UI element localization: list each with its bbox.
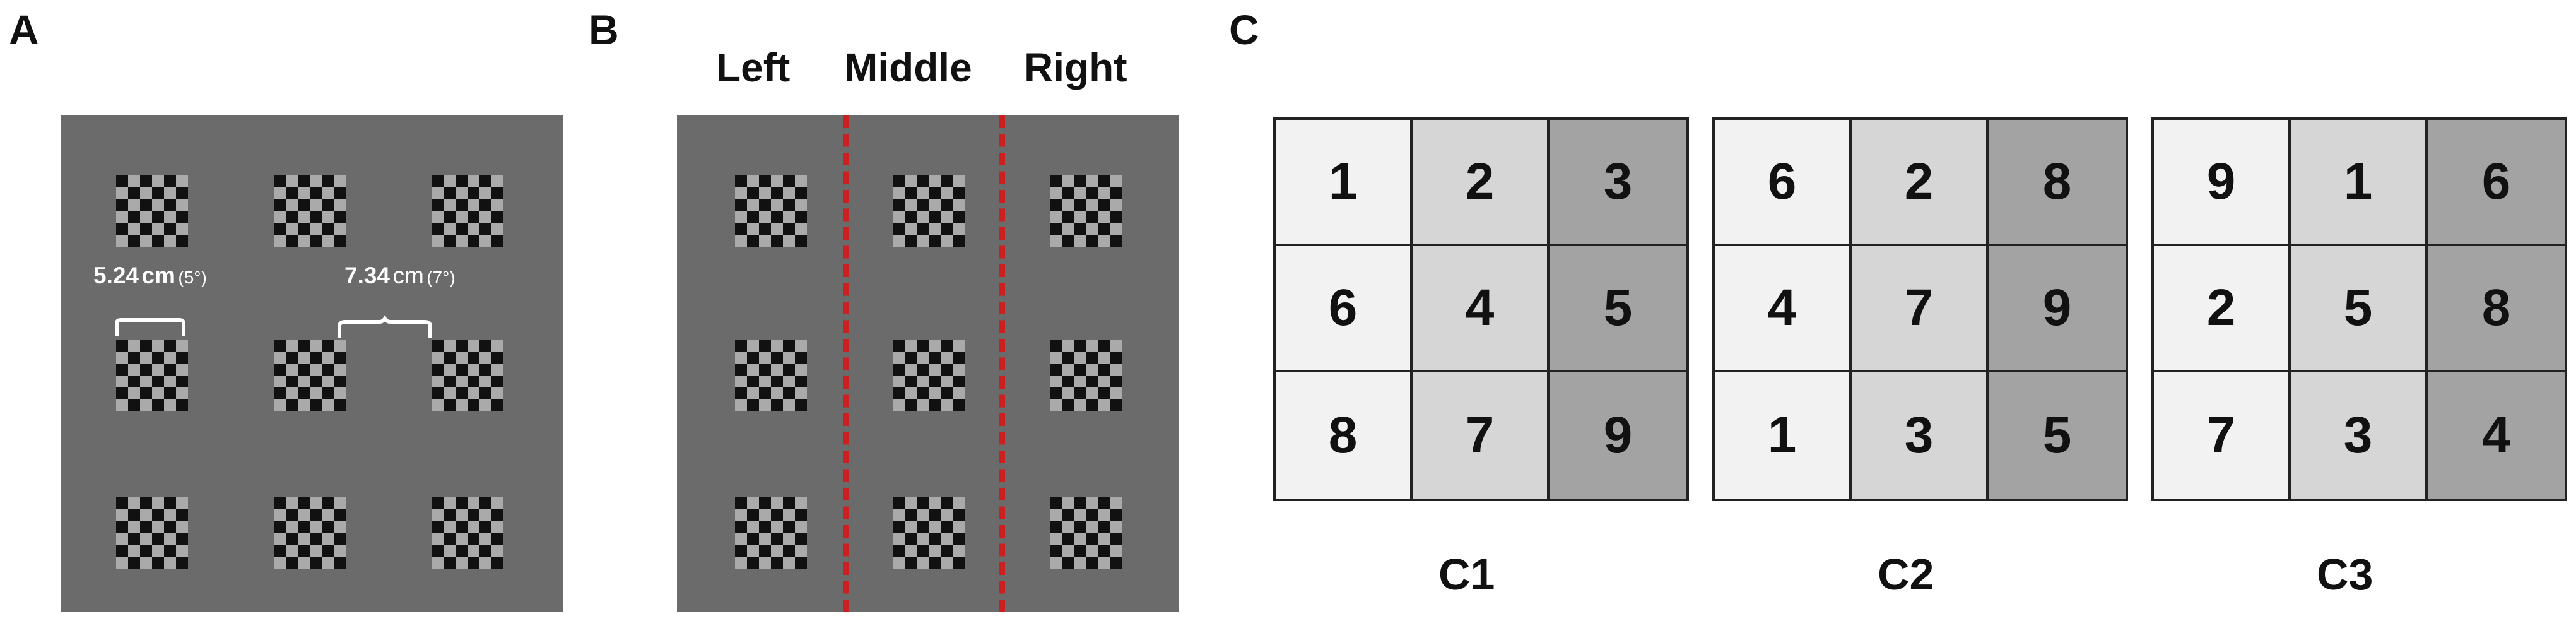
grid-cell: 2 — [1852, 120, 1989, 246]
spacing-label-large: 7.34 cm (7°) — [344, 264, 456, 287]
grid-cell: 8 — [1276, 372, 1413, 499]
checkerboard-a-1-0 — [116, 340, 188, 411]
checkerboard-a-2-1 — [274, 497, 346, 569]
grid-cell: 5 — [1989, 372, 2126, 499]
grid-cell: 4 — [1715, 246, 1852, 372]
grid-cell: 1 — [1276, 120, 1413, 246]
grid-cell: 5 — [2291, 246, 2428, 372]
grid-cell: 4 — [2428, 372, 2565, 499]
checkerboard-a-1-1 — [274, 340, 346, 411]
spacing-large-value: 7.34 — [344, 263, 391, 288]
grid-cell: 6 — [2428, 120, 2565, 246]
panel-label-c: C — [1229, 6, 1259, 53]
checkerboard-a-2-2 — [432, 497, 503, 569]
spacing-large-angle: (7°) — [426, 268, 456, 287]
checkerboard-b-1-2 — [1050, 340, 1122, 411]
grid-cell: 2 — [1413, 120, 1550, 246]
spacing-small-angle: (5°) — [178, 268, 207, 287]
grid-cell: 8 — [1989, 120, 2126, 246]
grid-cell: 6 — [1276, 246, 1413, 372]
panel-label-a: A — [9, 6, 39, 53]
checkerboard-a-1-2 — [432, 340, 503, 411]
grid-cell: 1 — [2291, 120, 2428, 246]
checkerboard-b-1-1 — [893, 340, 965, 411]
grid-cell: 7 — [2154, 372, 2291, 499]
checkerboard-a-0-0 — [116, 175, 188, 247]
grid-cell: 7 — [1852, 246, 1989, 372]
checkerboard-b-2-1 — [893, 497, 965, 569]
spacing-large-unit: cm — [392, 263, 424, 288]
grid-cell: 2 — [2154, 246, 2291, 372]
spacing-small-unit: cm — [141, 263, 175, 288]
grid-cell: 3 — [1550, 120, 1686, 246]
checkerboard-b-0-0 — [735, 175, 807, 247]
grid-label-c2: C2 — [1878, 550, 1934, 599]
checkerboard-b-0-2 — [1050, 175, 1122, 247]
spacing-small-value: 5.24 — [93, 263, 139, 288]
checkerboard-a-0-2 — [432, 175, 503, 247]
grid-cell: 5 — [1550, 246, 1686, 372]
checkerboard-a-2-0 — [116, 497, 188, 569]
grid-cell: 6 — [1715, 120, 1852, 246]
grid-cell: 9 — [1550, 372, 1686, 499]
grid-cell: 7 — [1413, 372, 1550, 499]
spacing-bracket-large — [338, 315, 432, 338]
grid-cell: 4 — [1413, 246, 1550, 372]
checkerboard-b-0-1 — [893, 175, 965, 247]
grid-cell: 9 — [1989, 246, 2126, 372]
checkerboard-a-0-1 — [274, 175, 346, 247]
column-label-right: Right — [1024, 45, 1127, 90]
grid-cell: 1 — [1715, 372, 1852, 499]
grid-cell: 3 — [1852, 372, 1989, 499]
divider-middle-right — [999, 115, 1005, 612]
grid-cell: 9 — [2154, 120, 2291, 246]
checkerboard-b-2-0 — [735, 497, 807, 569]
grid-label-c3: C3 — [2317, 550, 2373, 599]
grid-cell: 8 — [2428, 246, 2565, 372]
spacing-bracket-small — [115, 318, 185, 336]
spacing-label-small: 5.24 cm (5°) — [93, 264, 207, 287]
column-label-left: Left — [716, 45, 791, 90]
checkerboard-b-1-0 — [735, 340, 807, 411]
grid-cell: 3 — [2291, 372, 2428, 499]
panel-label-b: B — [589, 6, 619, 53]
grid-label-c1: C1 — [1438, 550, 1495, 599]
divider-left-middle — [843, 115, 849, 612]
checkerboard-b-2-2 — [1050, 497, 1122, 569]
column-label-middle: Middle — [844, 45, 972, 90]
